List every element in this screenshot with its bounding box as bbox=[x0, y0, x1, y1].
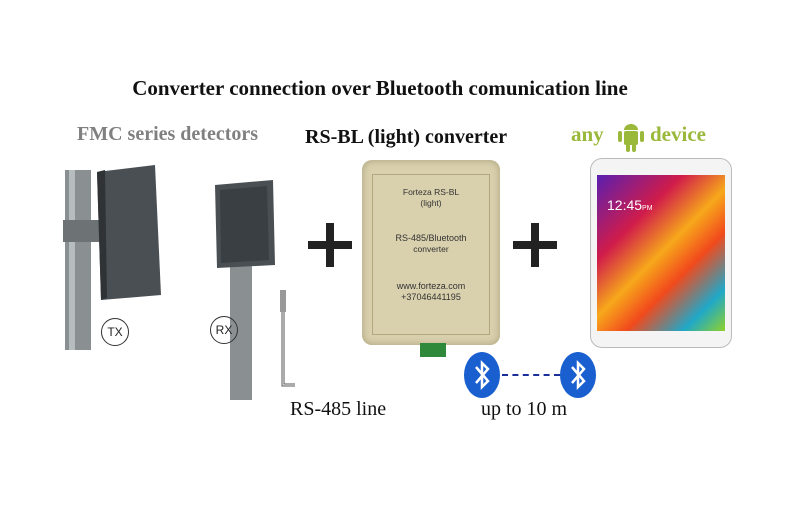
converter-box: Forteza RS-BL (light) RS-485/Bluetooth c… bbox=[362, 160, 500, 345]
box-text: Forteza RS-BL bbox=[402, 187, 460, 197]
clock: 12:45 bbox=[607, 197, 643, 213]
box-text: RS-485/Bluetooth bbox=[395, 233, 467, 243]
converter-label: RS-BL (light) converter bbox=[305, 126, 508, 148]
box-text: (light) bbox=[420, 198, 442, 208]
bluetooth-link bbox=[502, 374, 560, 376]
plus-icon bbox=[326, 223, 334, 267]
any-label: any bbox=[571, 122, 604, 146]
plus-icon bbox=[531, 223, 539, 267]
terminal-block bbox=[420, 343, 446, 357]
box-text: www.forteza.com bbox=[396, 281, 466, 291]
detectors-illustration bbox=[63, 165, 295, 400]
tablet: 12:45PM bbox=[590, 158, 732, 348]
detectors-label: FMC series detectors bbox=[77, 123, 259, 145]
rx-label: RX bbox=[210, 316, 238, 344]
bluetooth-icon bbox=[464, 352, 500, 398]
box-text: converter bbox=[413, 244, 449, 254]
bluetooth-icon bbox=[560, 352, 596, 398]
tx-label: TX bbox=[101, 318, 129, 346]
rs485-line-label: RS-485 line bbox=[290, 398, 387, 420]
box-text: +37046441195 bbox=[401, 292, 461, 302]
android-icon bbox=[618, 124, 644, 152]
device-label: device bbox=[650, 122, 706, 146]
range-label: up to 10 m bbox=[481, 398, 568, 420]
clock-ampm: PM bbox=[642, 205, 653, 212]
diagram-title: Converter connection over Bluetooth comu… bbox=[132, 76, 628, 100]
tablet-screen: 12:45PM bbox=[597, 175, 725, 331]
